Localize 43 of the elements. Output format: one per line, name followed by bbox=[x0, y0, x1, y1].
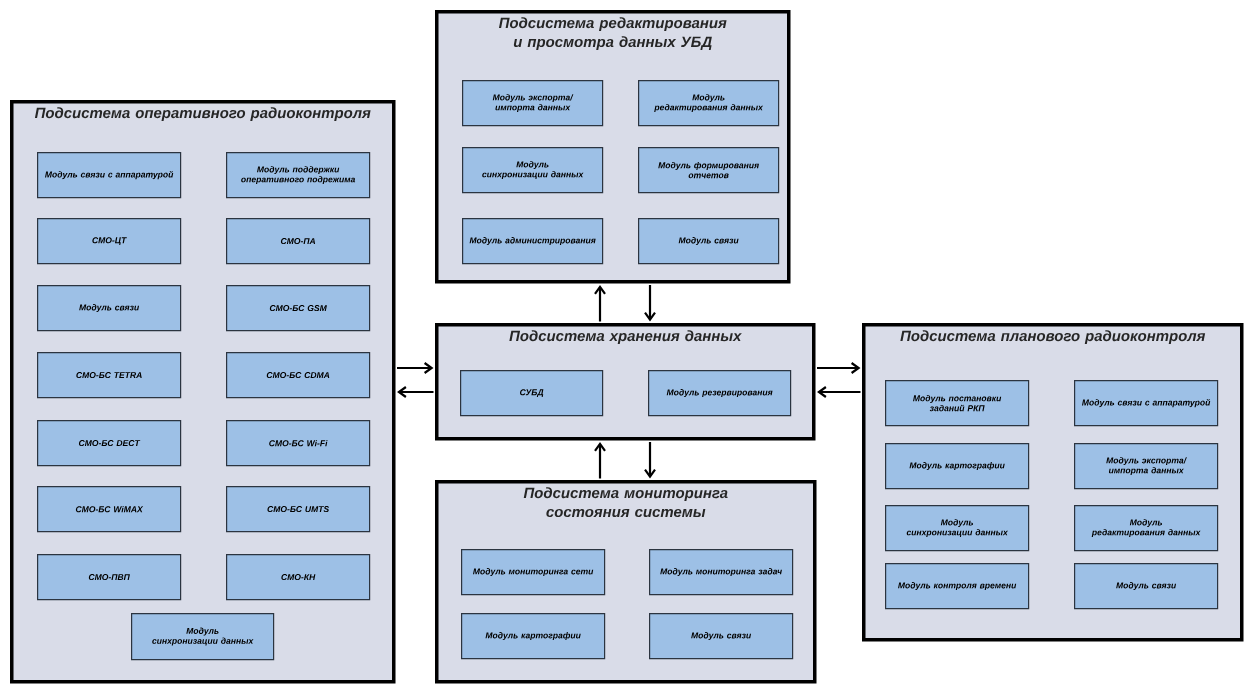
module-box: Модуль поддержки оперативного подрежима bbox=[226, 152, 371, 199]
module-box: СМО-БС TETRA bbox=[37, 352, 182, 399]
module-box: Модуль постановки заданий РКП bbox=[885, 380, 1030, 427]
module-box: СМО-ЦТ bbox=[37, 218, 182, 265]
module-box: Модуль связи bbox=[1074, 563, 1219, 610]
module-box: Модуль администрирования bbox=[462, 218, 604, 265]
module-box: СМО-БС Wi-Fi bbox=[226, 420, 371, 467]
module-box: СМО-БС WiMAX bbox=[37, 486, 182, 533]
module-box: СМО-КН bbox=[226, 554, 371, 601]
module-box: Модуль резервирования bbox=[648, 370, 792, 417]
module-box: Модуль синхронизации данных bbox=[885, 505, 1030, 552]
module-box: Модуль мониторинга сети bbox=[461, 549, 606, 596]
module-box: Модуль картографии bbox=[461, 613, 606, 660]
arrow bbox=[594, 285, 606, 322]
module-box: Модуль связи bbox=[638, 218, 780, 265]
module-box: Модуль связи с аппаратурой bbox=[37, 152, 182, 199]
module-box: Модуль синхронизации данных bbox=[131, 613, 275, 661]
arrow bbox=[644, 285, 656, 322]
module-box: Модуль формирования отчетов bbox=[638, 147, 780, 194]
module-box: СМО-БС DECT bbox=[37, 420, 182, 467]
module-box: Модуль мониторинга задач bbox=[649, 549, 794, 596]
module-box: Модуль редактирования данных bbox=[1074, 505, 1219, 552]
module-box: СМО-БС UMTS bbox=[226, 486, 371, 533]
arrow bbox=[397, 386, 434, 398]
module-box: СМО-БС GSM bbox=[226, 285, 371, 332]
arrow bbox=[594, 442, 606, 479]
module-box: Модуль экспорта/ импорта данных bbox=[1074, 443, 1219, 490]
module-box: СМО-ПВП bbox=[37, 554, 182, 601]
module-box: Модуль экспорта/ импорта данных bbox=[462, 80, 604, 127]
module-box: СМО-БС CDMA bbox=[226, 352, 371, 399]
arrow bbox=[397, 362, 434, 374]
module-box: Модуль редактирования данных bbox=[638, 80, 780, 127]
module-box: Модуль связи с аппаратурой bbox=[1074, 380, 1219, 427]
module-box: Модуль синхронизации данных bbox=[462, 147, 604, 194]
module-box: СУБД bbox=[460, 370, 604, 417]
module-box: Модуль картографии bbox=[885, 443, 1030, 490]
module-box: Модуль контроля времени bbox=[885, 563, 1030, 610]
arrow bbox=[644, 442, 656, 479]
arrow bbox=[817, 386, 861, 398]
arrow bbox=[817, 362, 861, 374]
module-box: Модуль связи bbox=[649, 613, 794, 660]
module-box: Модуль связи bbox=[37, 285, 182, 332]
module-box: СМО-ПА bbox=[226, 218, 371, 265]
